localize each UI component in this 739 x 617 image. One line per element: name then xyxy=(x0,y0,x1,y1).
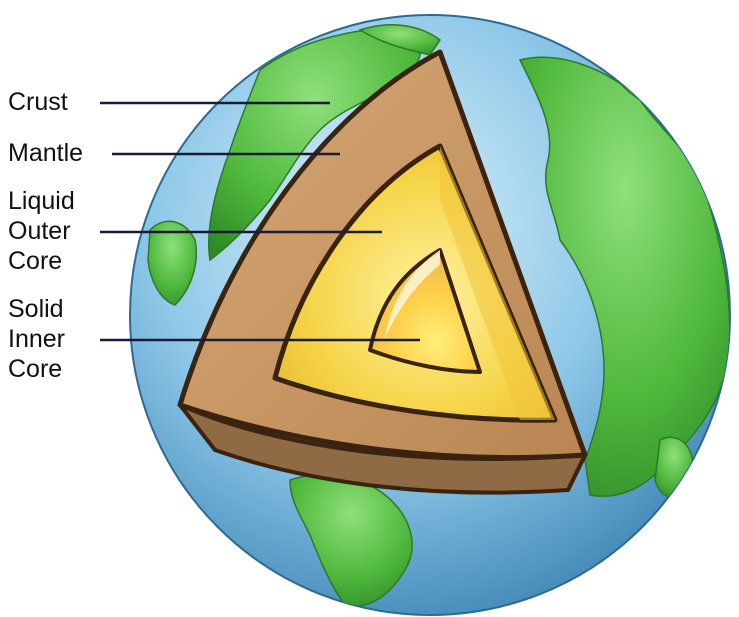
crust-label: Crust xyxy=(8,87,68,117)
inner-core-label: Solid Inner Core xyxy=(8,294,65,384)
outer-core-label-line2: Outer xyxy=(8,216,75,246)
mantle-label-text: Mantle xyxy=(8,138,83,168)
inner-core-label-line1: Solid xyxy=(8,294,65,324)
inner-core-label-line3: Core xyxy=(8,354,65,384)
inner-core-label-line2: Inner xyxy=(8,324,65,354)
outer-core-label-line3: Core xyxy=(8,246,75,276)
outer-core-label-line1: Liquid xyxy=(8,186,75,216)
crust-label-text: Crust xyxy=(8,87,68,117)
outer-core-label: Liquid Outer Core xyxy=(8,186,75,276)
mantle-label: Mantle xyxy=(8,138,83,168)
